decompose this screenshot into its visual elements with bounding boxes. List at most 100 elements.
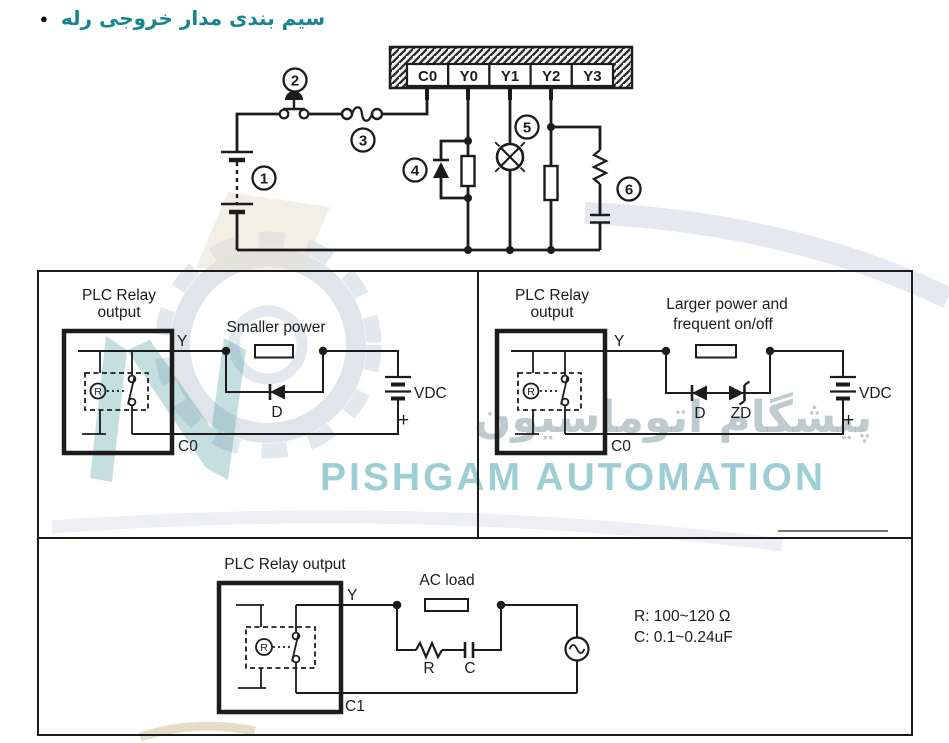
svg-text:6: 6: [625, 182, 633, 199]
rc-capacitor: [590, 213, 610, 224]
plc-title: PLC Relay output: [224, 556, 346, 573]
supply-wires: [323, 350, 399, 376]
fuse-symbol: [340, 106, 384, 122]
wire-button-corner: [235, 112, 280, 151]
c0-terminal-label: C0: [611, 438, 631, 455]
load-note-line1: Larger power and: [666, 296, 788, 313]
watermark-swoosh-bottom: [138, 721, 256, 742]
watermark-logo-n: [90, 336, 246, 482]
terminal-label-y2: Y2: [542, 68, 560, 85]
vdc-battery: [385, 375, 411, 401]
terminal-label-y0: Y0: [460, 68, 478, 85]
plc-title-line1: PLC Relay: [82, 287, 156, 304]
terminal-label-y1: Y1: [501, 68, 519, 85]
load-note: AC load: [419, 572, 474, 589]
junction-dot: [464, 246, 472, 254]
plc-title-line1: PLC Relay: [515, 287, 589, 304]
c0-terminal-label: C0: [178, 438, 198, 455]
diode-label: D: [271, 404, 282, 421]
box-smaller-power: PLC Relay output R Y C0 Smaller power: [61, 287, 447, 456]
demo-circuit: [221, 91, 610, 254]
terminal-label-y3: Y3: [583, 68, 601, 85]
y-terminal-label: Y: [614, 333, 624, 350]
title-bullet: ●: [40, 10, 48, 26]
c1-terminal-label: C1: [345, 698, 365, 715]
callouts: 1 2 3 4 5 6: [251, 67, 642, 202]
y0-load-resistor: [460, 154, 476, 188]
bottom-box-frame: [37, 537, 913, 736]
svg-text:2: 2: [291, 73, 299, 90]
watermark-gear-hub: [228, 305, 308, 385]
wire-c0-loop: [382, 98, 429, 116]
junction-dot: [464, 137, 472, 145]
diode-branch-wires: [665, 351, 771, 394]
supply-wires: [770, 350, 844, 376]
spec-resistor: R: 100~120 Ω: [634, 608, 730, 625]
frame-boxes: [37, 270, 913, 736]
plc-title-line2: output: [530, 304, 574, 321]
load-note-line2: frequent on/off: [673, 316, 773, 333]
box-larger-power: PLC Relay output R Y C0 Larger power and…: [494, 287, 892, 456]
ac-source-wires: [501, 604, 578, 693]
plus-label: +: [398, 410, 409, 431]
diode-label: D: [694, 405, 705, 422]
plc-outline: [61, 328, 175, 456]
junction-dot: [547, 246, 555, 254]
watermark-swoosh-top: [584, 202, 949, 308]
box-ac-load: PLC Relay output R Y C1 AC load: [216, 556, 733, 715]
relay-coil-label: R: [94, 386, 102, 398]
junction-dot: [464, 194, 472, 202]
relay-coil-label: R: [260, 642, 268, 654]
supply-bottom-wire: [565, 399, 844, 435]
plc-outline: [494, 328, 608, 456]
supply-bottom-wire: [132, 399, 399, 435]
title-text: سیم بندی مدار خروجی رله: [60, 6, 326, 30]
spec-capacitor: C: 0.1~0.24uF: [634, 629, 733, 646]
relay-internals: R: [236, 604, 316, 693]
junction-dot: [506, 246, 514, 254]
y-terminal-label: Y: [347, 587, 357, 604]
battery-symbol: [221, 150, 253, 215]
load-resistor: [424, 598, 469, 612]
vdc-battery: [830, 375, 856, 401]
pushbutton-symbol: [278, 91, 310, 120]
snubber-resistor: [415, 640, 443, 660]
relay-internals: R: [78, 350, 226, 435]
zener-diode: [729, 380, 751, 406]
load-resistor: [254, 344, 294, 359]
rc-branch-wires: [396, 605, 502, 651]
watermark-text-english: PISHGAM AUTOMATION: [320, 456, 827, 499]
svg-text:1: 1: [260, 171, 268, 188]
series-diode: [690, 385, 707, 401]
ac-source-symbol: [564, 636, 590, 662]
snubber-capacitor: [463, 642, 475, 658]
y2-load-resistor: [543, 164, 559, 202]
callout-1: 1: [251, 165, 277, 191]
terminal-cell-y3: [570, 62, 615, 88]
callout-3: 3: [350, 127, 376, 153]
load-resistor: [695, 344, 737, 359]
vdc-label: VDC: [859, 385, 892, 402]
callout-2: 2: [282, 67, 308, 93]
page-title: ● سیم بندی مدار خروجی رله: [40, 6, 325, 30]
wire-rc-top: [551, 125, 602, 150]
terminal-label-c0: C0: [418, 68, 437, 85]
plc-title-line2: output: [97, 304, 141, 321]
wire-diode-branch: [439, 139, 468, 200]
rc-resistor-zigzag: [591, 149, 609, 185]
svg-text:5: 5: [523, 120, 531, 137]
snubber-c-label: C: [464, 660, 475, 677]
terminal-block: C0 Y0 Y1 Y2 Y3: [388, 45, 634, 100]
watermark-swoosh-mid: [51, 510, 783, 552]
svg-text:3: 3: [359, 133, 367, 150]
callout-4: 4: [402, 157, 428, 183]
flyback-diode: [268, 384, 285, 400]
svg-text:4: 4: [411, 163, 420, 180]
plus-label: +: [843, 410, 854, 431]
callout-6: 6: [616, 176, 642, 202]
relay-internals: R: [511, 350, 666, 435]
callout-5: 5: [514, 114, 540, 140]
load-note: Smaller power: [226, 319, 325, 336]
